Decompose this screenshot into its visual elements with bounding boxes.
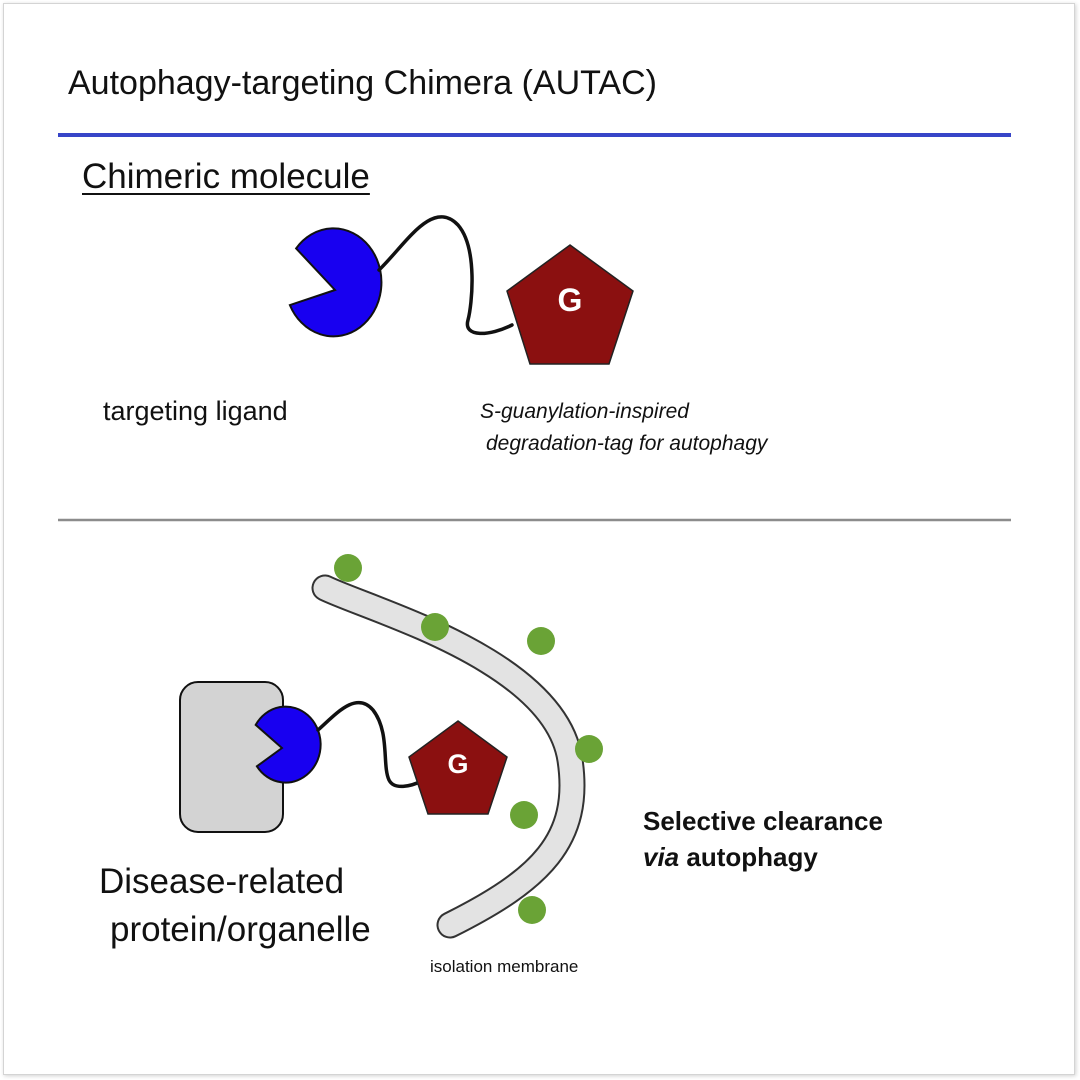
figure-title: Autophagy-targeting Chimera (AUTAC)	[68, 64, 657, 102]
lc3-dot	[510, 801, 538, 829]
clearance-label-line2: via autophagy	[643, 842, 818, 873]
targeting-ligand-label: targeting ligand	[103, 396, 288, 426]
bound-tag-letter: G	[447, 749, 468, 779]
disease-protein	[179, 681, 284, 833]
targeting-ligand-shape	[288, 227, 383, 338]
clearance-label-line1: Selective clearance	[643, 806, 883, 836]
lc3-dot	[575, 735, 603, 763]
lc3-dot	[334, 554, 362, 582]
isolation-membrane-fill	[313, 576, 584, 937]
lc3-dots	[334, 554, 603, 924]
figure-frame	[3, 3, 1075, 1075]
tag-label-line1: S-guanylation-inspired	[480, 400, 689, 423]
target-label-line2: protein/organelle	[110, 910, 371, 949]
degradation-tag-letter: G	[558, 282, 583, 318]
clearance-via: via	[643, 842, 680, 872]
lc3-dot	[518, 896, 546, 924]
bound-tag-pentagon	[408, 720, 508, 815]
bound-ligand-shape	[254, 705, 322, 784]
clearance-rest: autophagy	[679, 842, 818, 872]
section-subhead: Chimeric molecule	[82, 157, 370, 196]
lc3-dot	[527, 627, 555, 655]
bound-linker-line	[316, 700, 426, 789]
linker-line	[377, 215, 514, 336]
degradation-tag-pentagon	[506, 244, 634, 365]
tag-label-line2: degradation-tag for autophagy	[486, 432, 768, 455]
lc3-dot	[421, 613, 449, 641]
target-label-line1: Disease-related	[99, 862, 345, 901]
membrane-label: isolation membrane	[430, 957, 579, 976]
